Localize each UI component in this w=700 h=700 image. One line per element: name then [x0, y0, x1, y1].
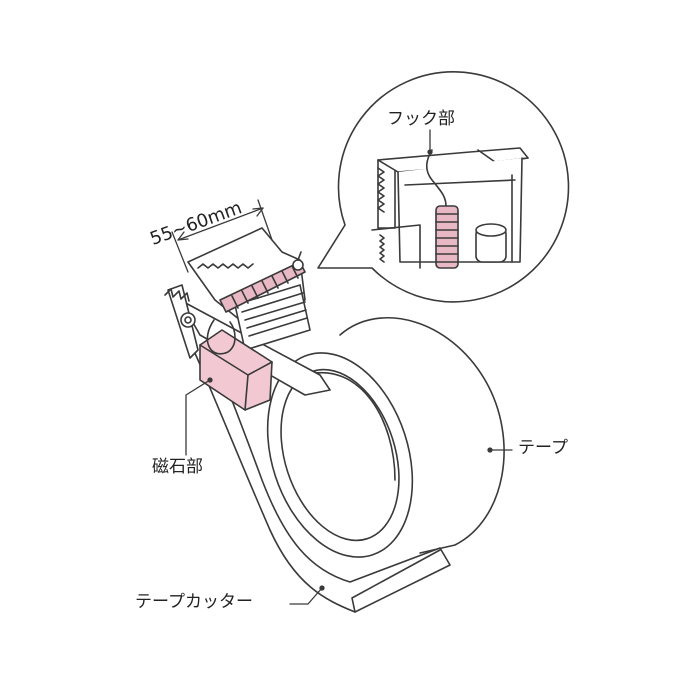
serrated-blade: [164, 284, 199, 359]
leader-lines: [185, 129, 513, 605]
tape-cutter-label: テープカッター: [135, 592, 253, 612]
zoom-inset: [317, 71, 570, 303]
tape-label: テープ: [518, 438, 568, 458]
cutter-body: [174, 309, 451, 613]
tape-strip: [187, 227, 311, 351]
hook-label: フック部: [387, 109, 455, 129]
magnet-label: 磁石部: [152, 457, 203, 477]
hook-wire: [206, 319, 236, 355]
magnet-block: [199, 329, 273, 411]
spring: [219, 251, 306, 313]
dimension-markers: [171, 199, 273, 273]
tape-roll: [266, 317, 505, 558]
